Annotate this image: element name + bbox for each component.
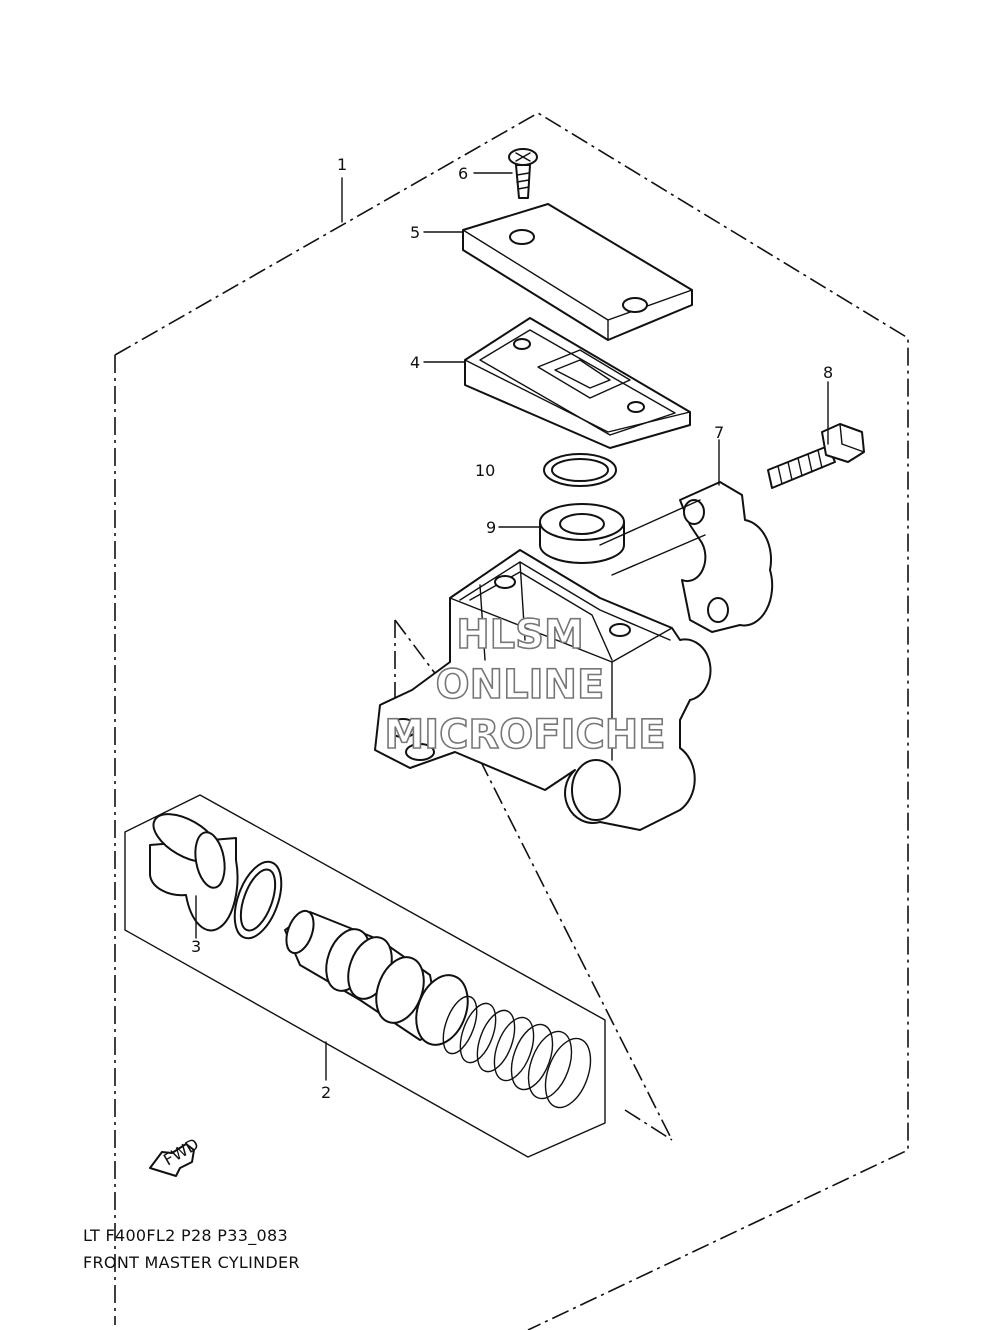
- diagram-code: LT F400FL2 P28 P33_083: [83, 1226, 288, 1245]
- clamp-part: [679, 481, 774, 633]
- seal-part: [539, 503, 625, 564]
- callout-2: 2: [321, 1083, 331, 1102]
- callout-10: 10: [475, 461, 495, 480]
- diagram-title: FRONT MASTER CYLINDER: [83, 1253, 300, 1272]
- watermark-line-1: HLSM: [456, 612, 584, 658]
- screw-part: [508, 148, 538, 199]
- diaphragm-plate-part: [464, 317, 691, 449]
- callout-4: 4: [410, 353, 420, 372]
- cup-part: [149, 813, 239, 932]
- ring-part: [543, 453, 617, 487]
- callout-5: 5: [410, 223, 420, 242]
- master-cylinder-body: [374, 499, 712, 831]
- callout-labels: 1 2 3 4 5 6 7 8 9 10: [191, 155, 833, 1102]
- callout-1: 1: [337, 155, 347, 174]
- circlip-part: [233, 860, 283, 940]
- assembly-outline: [114, 112, 909, 1330]
- leader-lines: [195, 172, 829, 1081]
- callout-9: 9: [486, 518, 496, 537]
- spring-part: [442, 995, 592, 1109]
- piston-part: [284, 909, 469, 1046]
- fwd-arrow: FWD: [149, 1134, 202, 1177]
- reservoir-cap-part: [462, 203, 693, 341]
- callout-8: 8: [823, 363, 833, 382]
- callout-6: 6: [458, 164, 468, 183]
- watermark-line-3: MICROFICHE: [384, 712, 665, 758]
- watermark: HLSM ONLINE MICROFICHE: [384, 611, 667, 759]
- bolt-part: [767, 423, 865, 489]
- callout-7: 7: [714, 423, 724, 442]
- watermark-line-2: ONLINE: [436, 662, 605, 708]
- piston-kit-outline: [124, 794, 606, 1158]
- callout-3: 3: [191, 937, 201, 956]
